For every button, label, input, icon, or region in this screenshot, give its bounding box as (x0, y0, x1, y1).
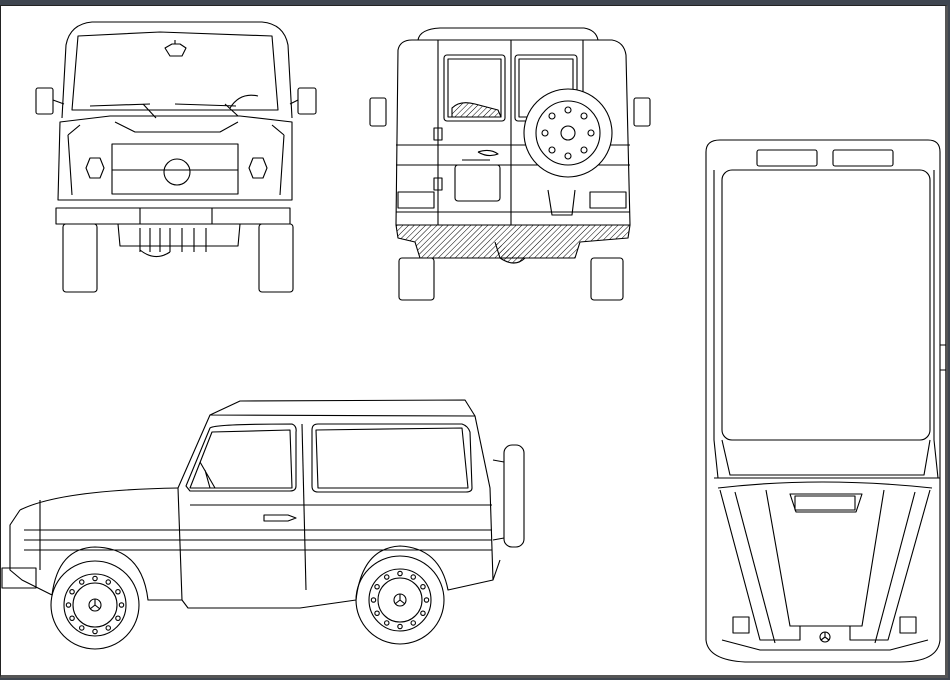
wheel-bolt (92, 628, 98, 635)
wheel-bolt (115, 588, 121, 595)
wheel-bolt (69, 588, 75, 595)
wheel-bolt (397, 623, 403, 630)
rear-view (369, 27, 651, 301)
wheel-bolt (79, 579, 85, 585)
wheel-bolt (423, 597, 430, 603)
wheel-bolt (420, 610, 426, 616)
wheel-bolt (410, 620, 416, 626)
top-view (705, 139, 946, 663)
wheel-bolt (105, 579, 112, 585)
wheel-bolt (69, 615, 75, 621)
spare-wheel-bolts (541, 106, 595, 160)
front-view (35, 21, 317, 293)
front-wheel-bolts (65, 575, 125, 635)
wheel-bolt (410, 574, 416, 580)
wheel-bolt (420, 583, 426, 590)
rear-wheel-bolts (370, 570, 430, 630)
wheel-bolt (92, 575, 98, 582)
wheel-bolt (65, 602, 72, 608)
wheel-bolt (370, 597, 377, 603)
wheel-bolt (383, 620, 390, 626)
wheel-bolt (374, 610, 380, 616)
wheel-bolt (79, 625, 85, 631)
side-view (1, 399, 525, 650)
wheel-bolt (118, 602, 125, 608)
wheel-bolt (105, 625, 112, 631)
wheel-bolt (397, 570, 403, 577)
wheel-bolt (383, 574, 390, 580)
wheel-bolt (374, 583, 380, 590)
wheel-bolt (115, 615, 121, 621)
